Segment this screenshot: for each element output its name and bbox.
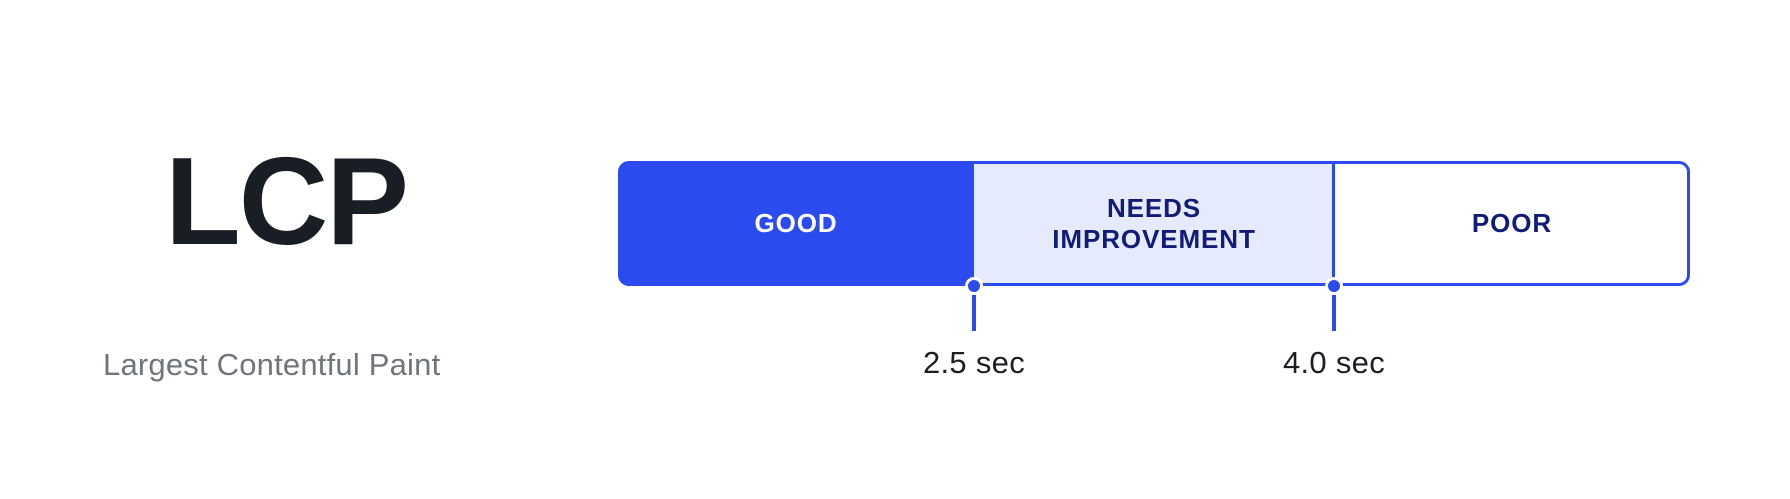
threshold-bar: GOOD NEEDS IMPROVEMENT POOR bbox=[618, 161, 1690, 286]
segment-good[interactable]: GOOD bbox=[618, 161, 974, 286]
threshold-scale: GOOD NEEDS IMPROVEMENT POOR 2.5 sec bbox=[618, 161, 1690, 391]
threshold-marker-stem bbox=[1332, 295, 1336, 331]
segment-needs-improvement-label: NEEDS IMPROVEMENT bbox=[1052, 193, 1255, 254]
threshold-marker-label-2-5-sec: 2.5 sec bbox=[922, 345, 1026, 380]
metric-acronym: LCP bbox=[165, 133, 409, 271]
segment-good-label: GOOD bbox=[754, 208, 838, 239]
threshold-marker-stem bbox=[972, 295, 976, 331]
threshold-marker-label-4-0-sec: 4.0 sec bbox=[1282, 345, 1386, 380]
segment-poor[interactable]: POOR bbox=[1334, 161, 1690, 286]
metric-identity-block: LCP Largest Contentful Paint bbox=[0, 0, 560, 499]
segment-needs-improvement-label-line2: IMPROVEMENT bbox=[1052, 223, 1256, 254]
segment-poor-label: POOR bbox=[1471, 208, 1553, 239]
metric-full-name: Largest Contentful Paint bbox=[103, 347, 441, 382]
segment-needs-improvement-label-line1: NEEDS bbox=[1106, 192, 1202, 223]
threshold-marker-dot-icon bbox=[1325, 277, 1343, 295]
segment-needs-improvement[interactable]: NEEDS IMPROVEMENT bbox=[974, 161, 1334, 286]
threshold-marker-dot-icon bbox=[965, 277, 983, 295]
